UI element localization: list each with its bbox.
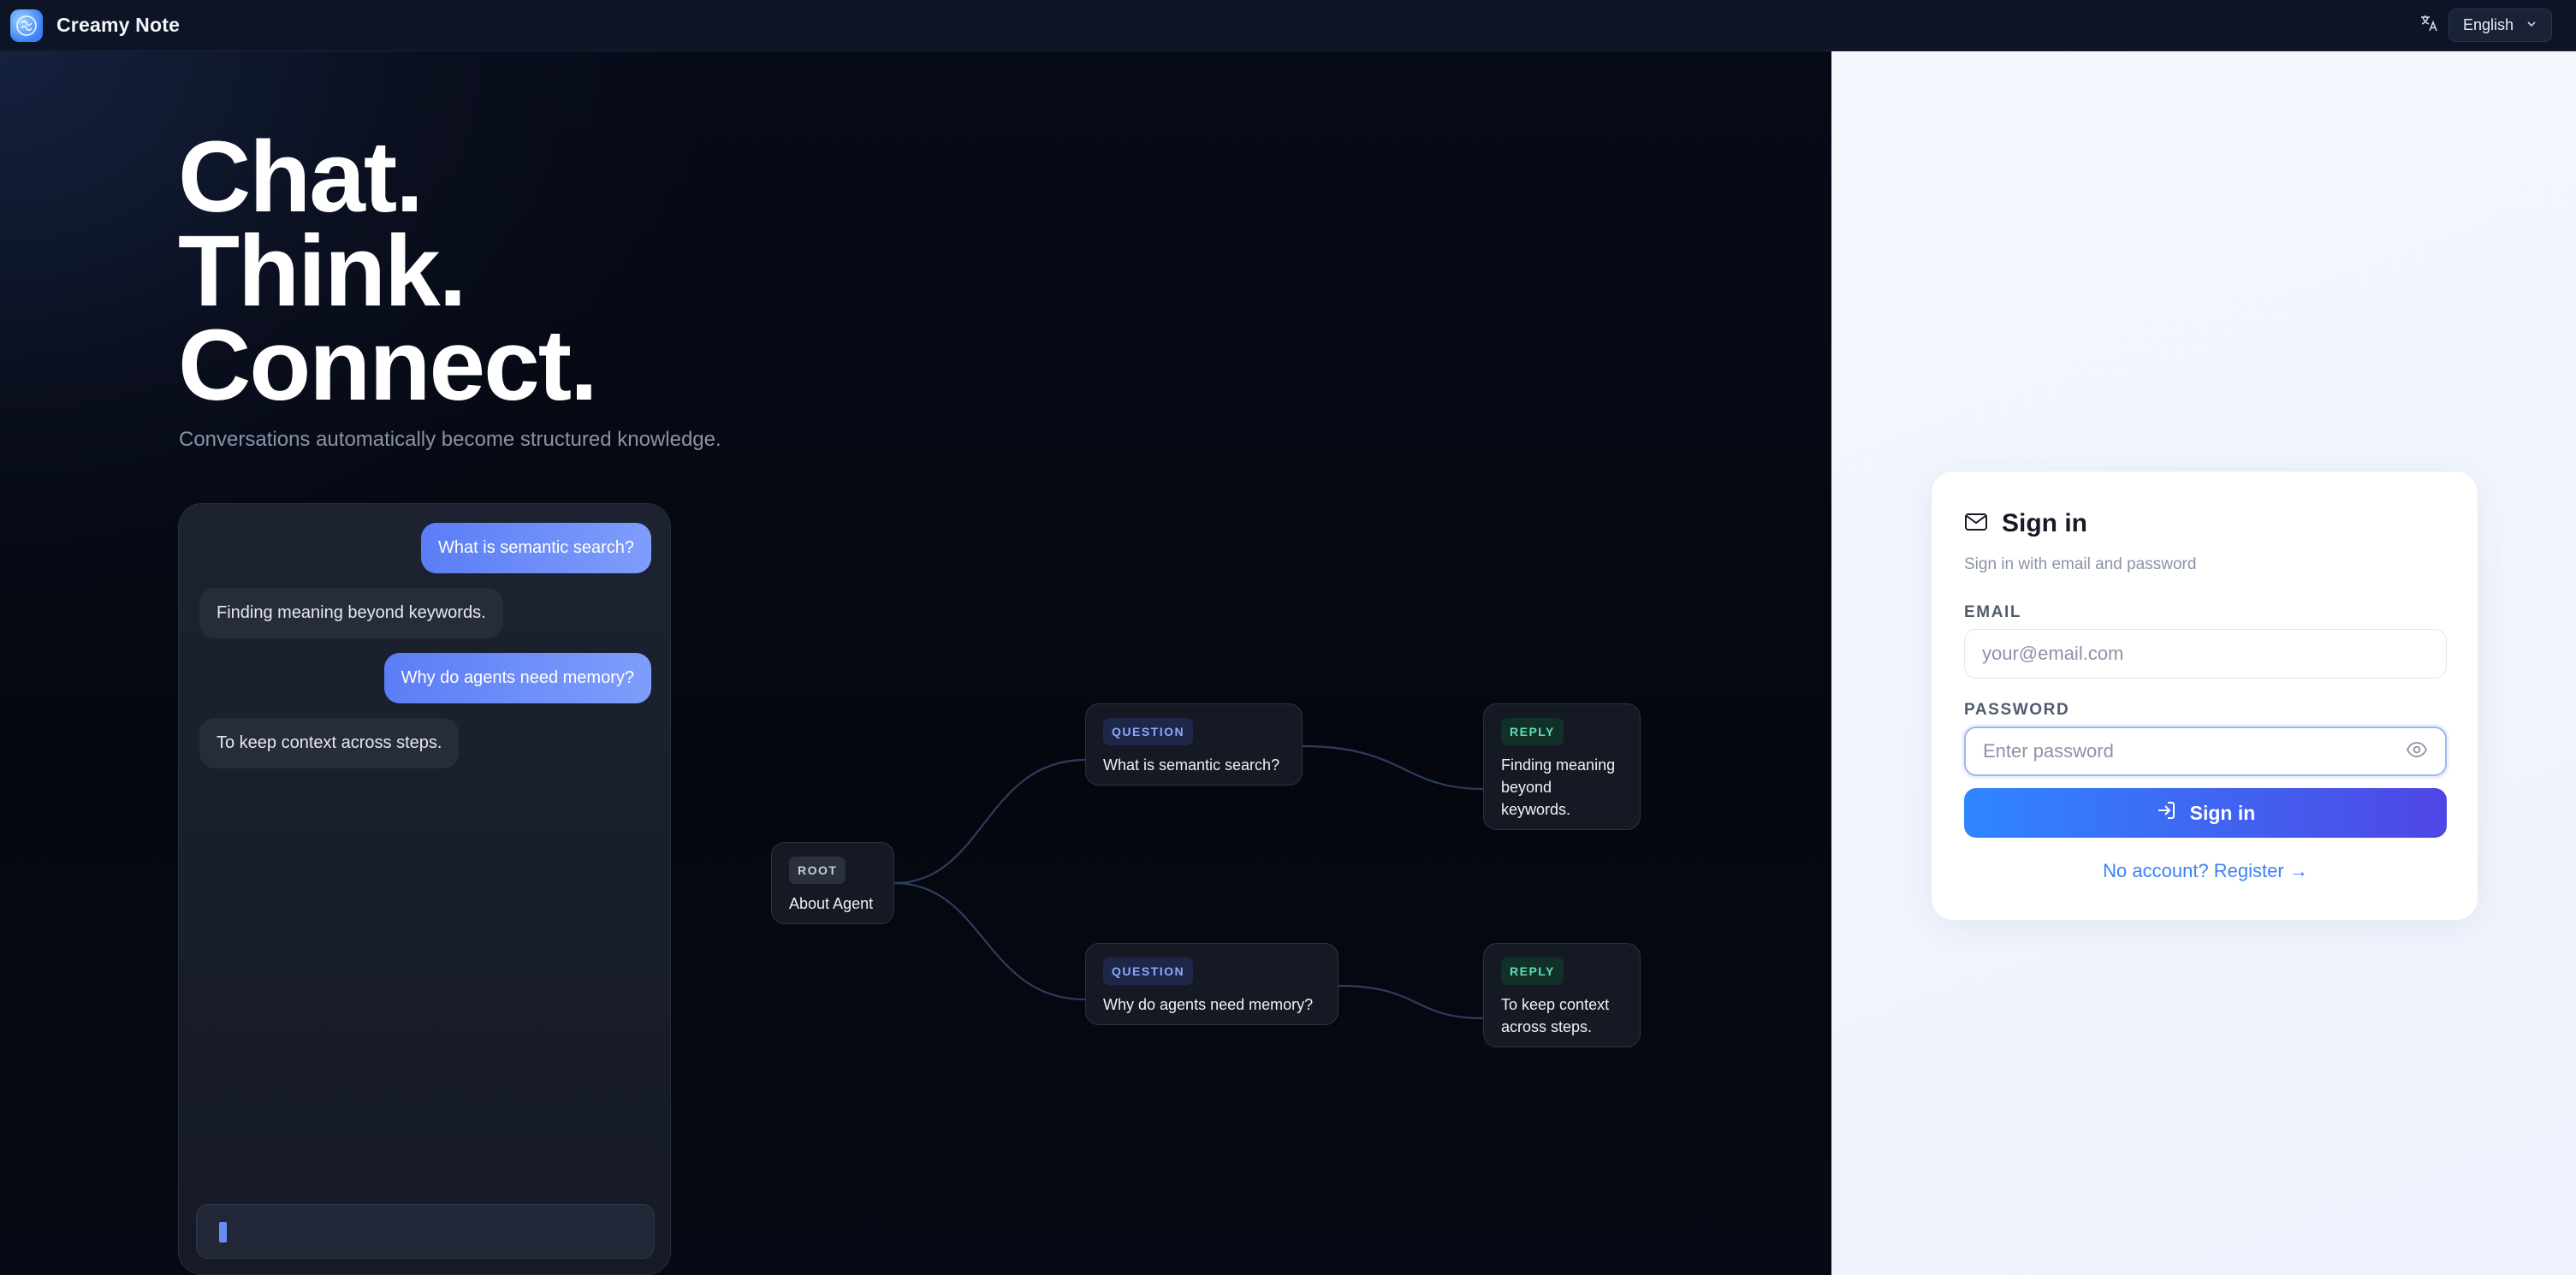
tree-node-question: QUESTION What is semantic search? [1085, 703, 1303, 786]
language-switcher: English [2419, 9, 2552, 42]
node-text-line: beyond [1501, 779, 1552, 796]
chat-message-user: What is semantic search? [421, 523, 651, 573]
node-tag: ROOT [789, 857, 846, 884]
headline: Chat. Think. Connect. [178, 121, 598, 422]
node-text: What is semantic search? [1103, 756, 1280, 774]
chat-preview: What is semantic search? Finding meaning… [178, 503, 671, 1275]
chat-message-bot: To keep context across steps. [199, 718, 460, 768]
node-text: About Agent [789, 895, 874, 912]
chat-input[interactable] [196, 1204, 655, 1259]
signin-card: Sign in Sign in with email and password … [1931, 471, 2478, 921]
brand[interactable]: Creamy Note [10, 9, 180, 42]
email-field-wrapper [1964, 629, 2447, 679]
password-label: PASSWORD [1964, 701, 2070, 719]
login-icon [2156, 800, 2176, 826]
password-field[interactable] [1983, 740, 2394, 762]
eye-icon[interactable] [2406, 741, 2428, 762]
tree-node-root: ROOT About Agent [771, 842, 894, 924]
node-text-line: To keep context [1501, 996, 1610, 1013]
signin-subtitle: Sign in with email and password [1964, 555, 2197, 573]
headline-line-2: Think. [178, 215, 466, 328]
signin-title: Sign in [2002, 509, 2087, 537]
node-text: Why do agents need memory? [1103, 996, 1314, 1013]
hero-section: Chat. Think. Connect. Conversations auto… [0, 51, 1831, 1275]
language-value: English [2462, 16, 2514, 33]
tree-node-reply: REPLY To keep context across steps. [1483, 943, 1641, 1047]
email-label: EMAIL [1964, 603, 2022, 621]
chevron-down-icon [2526, 16, 2537, 34]
signin-button-label: Sign in [2189, 801, 2256, 824]
signin-button[interactable]: Sign in [1964, 788, 2447, 838]
node-text-line: across steps. [1501, 1018, 1593, 1035]
node-tag: QUESTION [1103, 718, 1194, 745]
top-bar: Creamy Note English [0, 0, 2576, 51]
node-tag: REPLY [1501, 958, 1564, 985]
tree-node-reply: REPLY Finding meaning beyond keywords. [1483, 703, 1641, 830]
node-text-line: keywords. [1501, 801, 1571, 818]
signin-header: Sign in [1964, 509, 2087, 538]
node-text-line: Finding meaning [1501, 756, 1616, 774]
tree-node-question: QUESTION Why do agents need memory? [1085, 943, 1338, 1025]
text-caret [219, 1222, 227, 1242]
headline-line-1: Chat. [178, 121, 424, 234]
brain-logo-icon [10, 9, 43, 42]
password-field-wrapper [1964, 726, 2447, 776]
chat-message-user: Why do agents need memory? [383, 653, 651, 703]
hero-subtitle: Conversations automatically become struc… [179, 428, 721, 451]
node-tag: REPLY [1501, 718, 1564, 745]
language-select[interactable]: English [2448, 9, 2552, 42]
mail-icon [1964, 512, 1988, 537]
chat-message-bot: Finding meaning beyond keywords. [199, 588, 503, 638]
headline-line-3: Connect. [178, 309, 598, 422]
register-link[interactable]: No account? Register → [2103, 860, 2308, 881]
translate-icon [2419, 14, 2438, 38]
email-field[interactable] [1982, 643, 2393, 665]
app-name: Creamy Note [56, 14, 181, 36]
auth-panel: Sign in Sign in with email and password … [1831, 51, 2576, 1275]
node-tag: QUESTION [1103, 958, 1194, 985]
